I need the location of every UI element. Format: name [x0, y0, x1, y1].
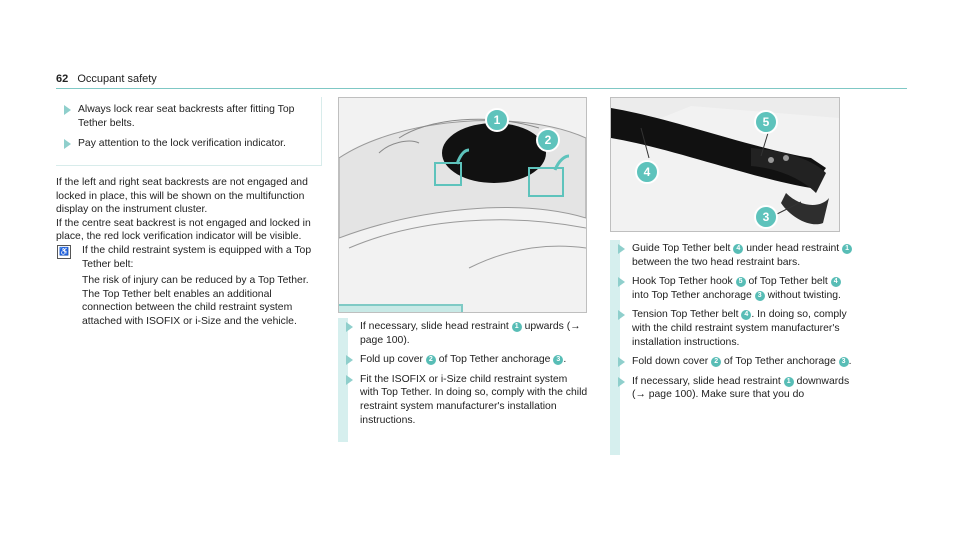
top-tether-figure: 5 4 3 [610, 97, 840, 232]
step-text: Fold up cover [360, 354, 423, 366]
step-text: between the two head restraint bars. [632, 256, 801, 268]
step-item: Tension Top Tether belt 4. In doing so, … [610, 308, 860, 349]
ref-marker: 4 [830, 277, 841, 288]
tether-belt-illustration [611, 98, 839, 225]
bullet-arrow-icon [346, 322, 353, 332]
step-text: . [563, 354, 567, 366]
ref-marker: 5 [735, 277, 746, 288]
step-text: Fold down cover [632, 356, 709, 368]
step-text: of Top Tether anchorage [438, 354, 551, 366]
bullet-arrow-icon [346, 355, 353, 366]
callout-2: 2 [536, 128, 560, 152]
step-text: of Top Tether belt [748, 276, 828, 288]
lock-notice-box: Always lock rear seat backrests after fi… [56, 97, 322, 166]
step-item: Hook Top Tether hook 5 of Top Tether bel… [610, 275, 860, 302]
steps-stripe [610, 240, 620, 455]
list-item: Always lock rear seat backrests after fi… [56, 103, 318, 130]
step-item: Guide Top Tether belt 4 under head restr… [610, 242, 860, 269]
callout-4: 4 [635, 160, 659, 184]
bullet-arrow-icon [618, 376, 625, 387]
bullet-arrow-icon [64, 105, 71, 115]
step-item: Fold up cover 2 of Top Tether anchorage … [338, 353, 588, 367]
bullet-arrow-icon [618, 310, 625, 321]
child-note: ♿ If the child restraint system is equip… [56, 244, 318, 329]
bullet-arrow-icon [618, 244, 625, 254]
ref-marker: 3 [754, 290, 765, 301]
ref-marker: 2 [425, 355, 436, 366]
ref-marker: 1 [842, 244, 853, 254]
paragraph: If the left and right seat backrests are… [56, 177, 308, 216]
callout-3: 3 [754, 205, 778, 229]
step-item: If necessary, slide head restraint 1 upw… [338, 320, 588, 347]
child-seat-icon: ♿ [57, 244, 71, 259]
anchorage-illustration [339, 306, 459, 313]
paragraph: If the centre seat backrest is not engag… [56, 217, 311, 243]
list-item: Pay attention to the lock verification i… [56, 137, 318, 151]
bullet-arrow-icon [346, 374, 353, 385]
step-text: Tension Top Tether belt [632, 309, 739, 321]
ref-marker: 3 [553, 355, 564, 366]
step-item: If necessary, slide head restraint 1 dow… [610, 375, 860, 402]
step-text: Fit the ISOFIX or i-Size child restraint… [360, 373, 588, 426]
page-number: 62 [56, 73, 69, 85]
anchorage-inset: 3 [339, 304, 463, 313]
step-text: Guide Top Tether belt [632, 243, 731, 254]
page-header: 62 Occupant safety [56, 73, 157, 87]
ref-marker: 4 [741, 310, 752, 321]
step-text: upwards (→ page 100). [360, 321, 581, 346]
list-item-text: Always lock rear seat backrests after fi… [78, 104, 295, 129]
ref-marker: 3 [838, 357, 849, 368]
ref-marker: 1 [783, 376, 794, 387]
step-item: Fit the ISOFIX or i-Size child restraint… [338, 373, 588, 427]
step-text: If necessary, slide head restraint [632, 375, 781, 387]
section-title: Occupant safety [77, 73, 157, 85]
step-text: into Top Tether anchorage [632, 289, 752, 301]
paragraph: If the child restraint system is equippe… [82, 244, 312, 270]
step-item: Fold down cover 2 of Top Tether anchorag… [610, 355, 860, 369]
step-text: under head restraint [746, 243, 840, 254]
list-item-text: Pay attention to the lock verification i… [78, 138, 286, 149]
right-steps: Guide Top Tether belt 4 under head restr… [610, 242, 860, 402]
callout-5: 5 [754, 110, 778, 134]
middle-steps: If necessary, slide head restraint 1 upw… [338, 320, 588, 427]
ref-marker: 2 [711, 357, 722, 368]
bullet-arrow-icon [618, 277, 625, 288]
interior-illustration [339, 118, 586, 269]
step-text: . [848, 356, 852, 368]
head-restraint-figure: 1 2 3 [338, 97, 587, 313]
paragraph: The risk of injury can be reduced by a T… [82, 275, 309, 327]
header-divider [56, 88, 907, 89]
step-text: without twisting. [767, 289, 841, 301]
bullet-arrow-icon [618, 357, 625, 368]
ref-marker: 4 [733, 244, 744, 254]
steps-stripe [338, 318, 348, 442]
ref-marker: 1 [511, 322, 522, 332]
step-text: If necessary, slide head restraint [360, 321, 509, 332]
callout-1: 1 [485, 108, 509, 132]
bullet-arrow-icon [64, 139, 71, 149]
step-text: downwards (→ page 100). Make sure that y… [632, 375, 850, 401]
step-text: of Top Tether anchorage [724, 356, 836, 368]
step-text: Hook Top Tether hook [632, 276, 733, 288]
left-text: If the left and right seat backrests are… [56, 176, 318, 329]
step-text: . In doing so, comply with the child res… [632, 309, 847, 348]
